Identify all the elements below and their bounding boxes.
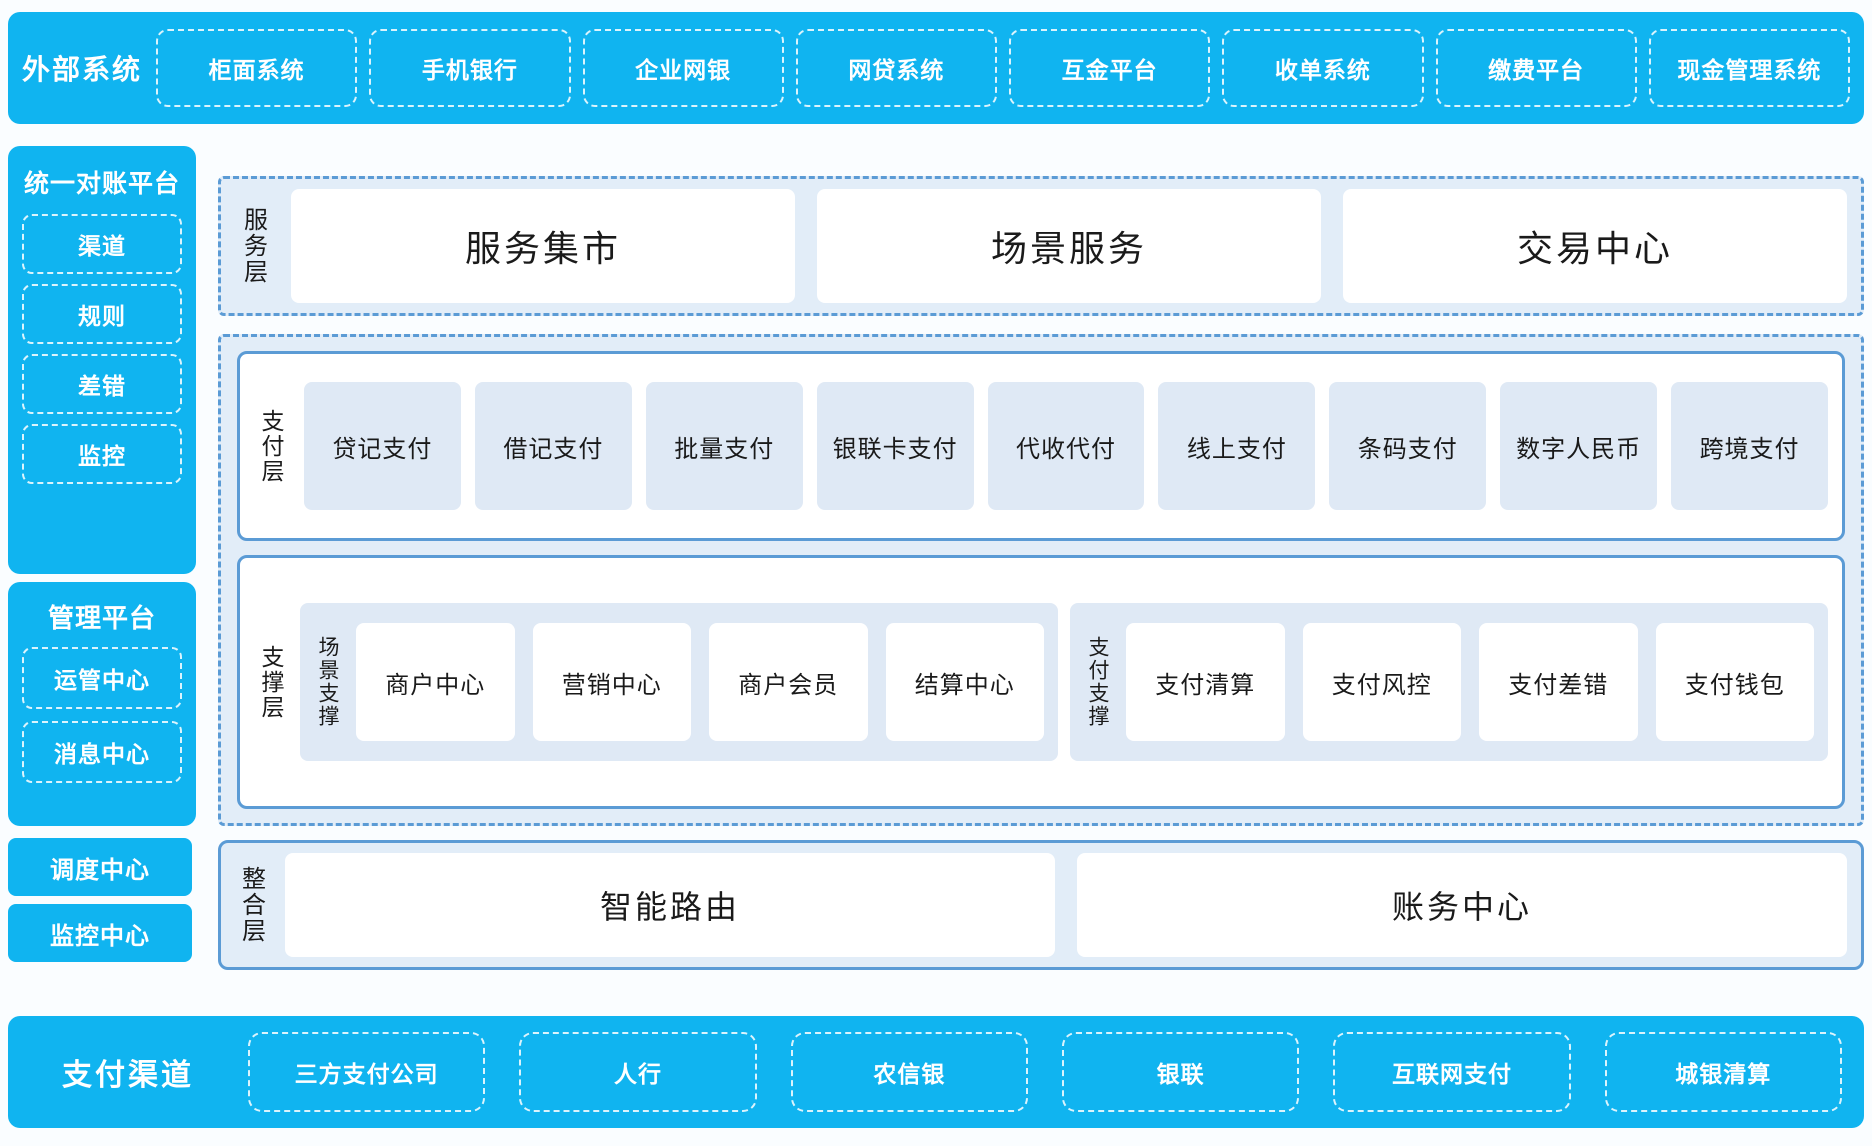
payment-chip-cross-border[interactable]: 跨境支付	[1671, 382, 1828, 510]
payment-chip-debit[interactable]: 借记支付	[475, 382, 632, 510]
support-group-payment: 支付支撑 支付清算 支付风控 支付差错 支付钱包	[1070, 603, 1828, 761]
monitoring-center-box[interactable]: 监控中心	[8, 904, 192, 962]
support-item-marketing-center[interactable]: 营销中心	[533, 623, 692, 741]
integration-layer-panel: 整合层 智能路由 账务中心	[218, 840, 1864, 970]
support-group-scenario-label: 场景支撑	[308, 626, 346, 738]
payment-channel-pboc[interactable]: 人行	[519, 1032, 756, 1112]
payment-channels-bar: 支付渠道 三方支付公司 人行 农信银 银联 互联网支付 城银清算	[8, 1016, 1864, 1128]
external-system-item[interactable]: 企业网银	[583, 29, 784, 107]
support-item-payment-risk[interactable]: 支付风控	[1303, 623, 1462, 741]
external-system-item[interactable]: 缴费平台	[1436, 29, 1637, 107]
external-systems-bar: 外部系统 柜面系统 手机银行 企业网银 网贷系统 互金平台 收单系统 缴费平台 …	[8, 12, 1864, 124]
support-group-payment-items: 支付清算 支付风控 支付差错 支付钱包	[1126, 623, 1814, 741]
payment-channel-unionpay[interactable]: 银联	[1062, 1032, 1299, 1112]
service-layer-panel: 服务层 服务集市 场景服务 交易中心	[218, 176, 1864, 316]
management-platform-panel: 管理平台 运管中心 消息中心	[8, 582, 196, 826]
reconciliation-item-monitor[interactable]: 监控	[22, 424, 182, 484]
support-group-scenario: 场景支撑 商户中心 营销中心 商户会员 结算中心	[300, 603, 1058, 761]
payment-chip-collection-payment[interactable]: 代收代付	[988, 382, 1145, 510]
support-item-merchant-center[interactable]: 商户中心	[356, 623, 515, 741]
support-item-payment-wallet[interactable]: 支付钱包	[1656, 623, 1815, 741]
reconciliation-item-channel[interactable]: 渠道	[22, 214, 182, 274]
reconciliation-item-rule[interactable]: 规则	[22, 284, 182, 344]
support-layer-groups: 场景支撑 商户中心 营销中心 商户会员 结算中心 支付支撑 支付清算 支付风控 …	[300, 603, 1828, 761]
support-item-settlement-center[interactable]: 结算中心	[886, 623, 1045, 741]
support-item-payment-clearing[interactable]: 支付清算	[1126, 623, 1285, 741]
support-item-merchant-member[interactable]: 商户会员	[709, 623, 868, 741]
reconciliation-platform-title: 统一对账平台	[24, 164, 180, 200]
management-item-operations[interactable]: 运管中心	[22, 647, 182, 709]
payment-chip-unionpay-card[interactable]: 银联卡支付	[817, 382, 974, 510]
reconciliation-item-error[interactable]: 差错	[22, 354, 182, 414]
support-group-payment-label: 支付支撑	[1078, 626, 1116, 738]
external-system-item[interactable]: 现金管理系统	[1649, 29, 1850, 107]
support-item-payment-error[interactable]: 支付差错	[1479, 623, 1638, 741]
external-system-item[interactable]: 柜面系统	[156, 29, 357, 107]
scheduling-center-box[interactable]: 调度中心	[8, 838, 192, 896]
support-layer-panel: 支撑层 场景支撑 商户中心 营销中心 商户会员 结算中心 支付支撑 支付清算	[237, 555, 1845, 809]
payment-channel-internet[interactable]: 互联网支付	[1333, 1032, 1570, 1112]
external-system-item[interactable]: 手机银行	[369, 29, 570, 107]
payment-chip-online[interactable]: 线上支付	[1158, 382, 1315, 510]
payment-chip-digital-rmb[interactable]: 数字人民币	[1500, 382, 1657, 510]
payment-channel-rcc[interactable]: 农信银	[791, 1032, 1028, 1112]
integration-card-smart-routing[interactable]: 智能路由	[285, 853, 1055, 957]
integration-layer-label: 整合层	[229, 853, 273, 957]
payment-channels-title: 支付渠道	[8, 1050, 248, 1094]
external-system-item[interactable]: 互金平台	[1009, 29, 1210, 107]
payment-chip-credit[interactable]: 贷记支付	[304, 382, 461, 510]
service-card-scenario[interactable]: 场景服务	[817, 189, 1321, 303]
payment-channels-list: 三方支付公司 人行 农信银 银联 互联网支付 城银清算	[248, 1032, 1842, 1112]
integration-card-accounting-center[interactable]: 账务中心	[1077, 853, 1847, 957]
service-card-transaction[interactable]: 交易中心	[1343, 189, 1847, 303]
service-layer-label: 服务层	[229, 189, 277, 303]
payment-layer-chips: 贷记支付 借记支付 批量支付 银联卡支付 代收代付 线上支付 条码支付 数字人民…	[304, 382, 1828, 510]
service-card-marketplace[interactable]: 服务集市	[291, 189, 795, 303]
payment-chip-batch[interactable]: 批量支付	[646, 382, 803, 510]
payment-channel-ccc[interactable]: 城银清算	[1605, 1032, 1842, 1112]
external-system-item[interactable]: 收单系统	[1222, 29, 1423, 107]
support-group-scenario-items: 商户中心 营销中心 商户会员 结算中心	[356, 623, 1044, 741]
payment-channel-third-party[interactable]: 三方支付公司	[248, 1032, 485, 1112]
management-item-message[interactable]: 消息中心	[22, 721, 182, 783]
payment-layer-panel: 支付层 贷记支付 借记支付 批量支付 银联卡支付 代收代付 线上支付 条码支付 …	[237, 351, 1845, 541]
service-layer-cards: 服务集市 场景服务 交易中心	[291, 189, 1847, 303]
external-system-item[interactable]: 网贷系统	[796, 29, 997, 107]
management-platform-title: 管理平台	[48, 598, 156, 635]
core-platform-wrapper: 支付层 贷记支付 借记支付 批量支付 银联卡支付 代收代付 线上支付 条码支付 …	[218, 334, 1864, 826]
payment-chip-barcode[interactable]: 条码支付	[1329, 382, 1486, 510]
payment-layer-label: 支付层	[250, 387, 292, 505]
support-layer-label: 支撑层	[250, 617, 292, 747]
integration-layer-cards: 智能路由 账务中心	[285, 853, 1847, 957]
external-systems-list: 柜面系统 手机银行 企业网银 网贷系统 互金平台 收单系统 缴费平台 现金管理系…	[156, 29, 1850, 107]
reconciliation-platform-panel: 统一对账平台 渠道 规则 差错 监控	[8, 146, 196, 574]
external-systems-title: 外部系统	[8, 48, 156, 88]
